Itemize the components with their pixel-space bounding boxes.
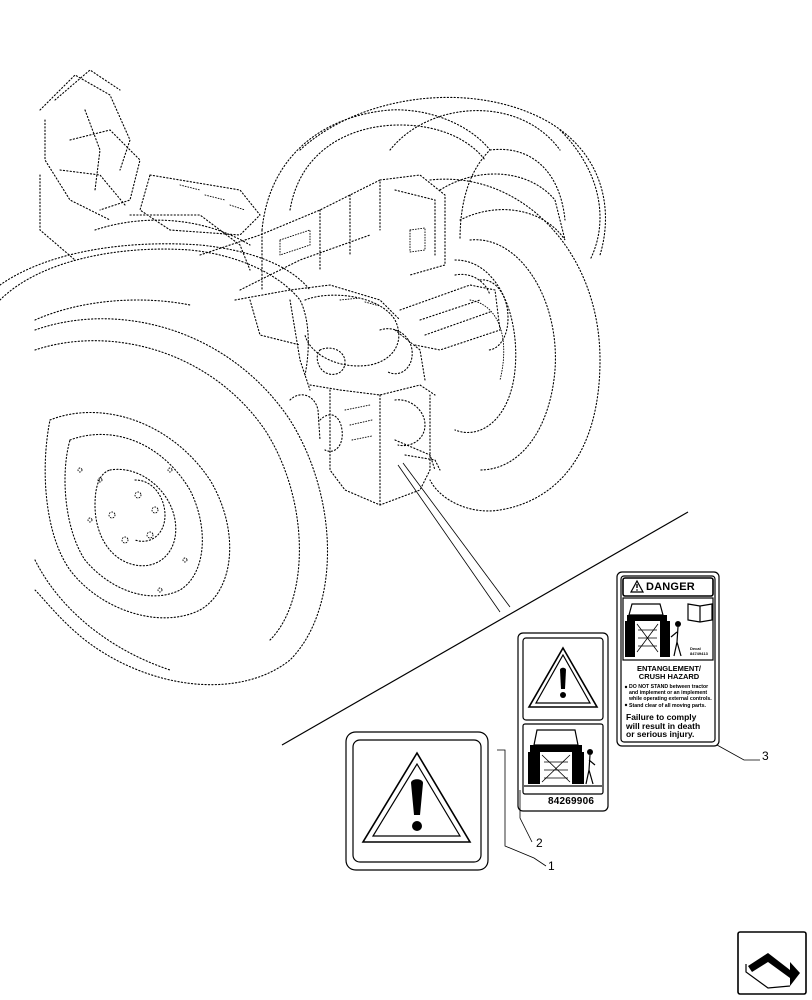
callout-3: 3 [762, 749, 769, 763]
danger-consequence: Failure to comply will result in death o… [626, 713, 718, 739]
danger-fail-line1: Failure to comply [626, 712, 697, 722]
danger-bullet-1-line3: while operating external controls. [629, 696, 712, 702]
callout-1: 1 [548, 859, 555, 873]
rear-axle-pto [234, 273, 509, 506]
danger-code-line1: Decal [690, 646, 701, 651]
danger-code-line2: 84749413 [690, 651, 708, 656]
danger-bullet-1-line2: and implement or an implement [629, 690, 708, 696]
danger-hazard-title: ENTANGLEMENT/ CRUSH HAZARD [624, 665, 714, 681]
right-rear-wheel [299, 96, 606, 512]
danger-title-line1: ENTANGLEMENT/ [636, 664, 702, 673]
right-fender [261, 109, 566, 241]
danger-fail-line3: or serious injury. [626, 729, 695, 739]
danger-bullet-2: Stand clear of all moving parts. [629, 703, 706, 709]
left-fender [0, 243, 311, 376]
danger-bullet-1-line1: DO NOT STAND between tractor [629, 684, 709, 690]
decal-2-part-number: 84269906 [548, 796, 595, 807]
danger-bullet-1: DO NOT STAND between tractor and impleme… [629, 684, 721, 702]
decal-3-danger [616, 571, 720, 747]
chassis-frame [39, 69, 446, 291]
danger-header: DANGER [646, 581, 695, 593]
danger-fail-line2: will result in death [626, 720, 701, 731]
danger-decal-code: Decal 84749413 [690, 646, 708, 656]
danger-title-line2: CRUSH HAZARD [638, 672, 700, 681]
next-page-arrow-icon[interactable] [737, 931, 807, 995]
left-wheel [34, 318, 328, 686]
decal-1-warning [345, 731, 489, 871]
callout-2: 2 [536, 836, 543, 850]
leader-lines [281, 462, 760, 867]
decal-2-warning-pictogram [517, 632, 609, 812]
